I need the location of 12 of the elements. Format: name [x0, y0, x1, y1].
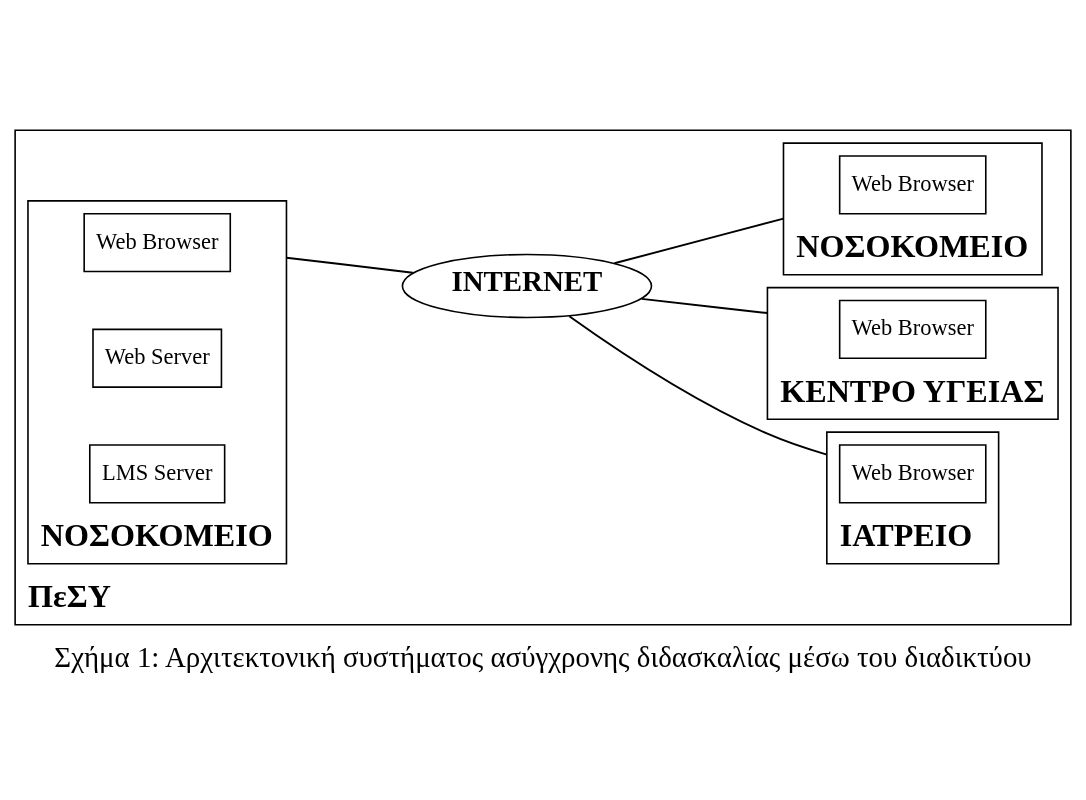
- connector: [640, 297, 769, 315]
- connector: [613, 217, 785, 265]
- node-box: Web Browser: [838, 155, 987, 215]
- node-box: Web Browser: [83, 212, 232, 273]
- connector: [285, 256, 414, 274]
- node-box: LMS Server: [88, 444, 226, 504]
- connector: [568, 315, 828, 456]
- node-ellipse: INTERNET: [401, 253, 653, 319]
- node-box: Web Browser: [838, 299, 987, 360]
- node-box: Web Browser: [838, 444, 987, 504]
- node-box: Web Server: [92, 328, 223, 388]
- caption: Σχήμα 1: Αρχιτεκτονική συστήματος ασύγχρονης διδασκαλίας μέσω του διαδικτύου: [54, 641, 1032, 674]
